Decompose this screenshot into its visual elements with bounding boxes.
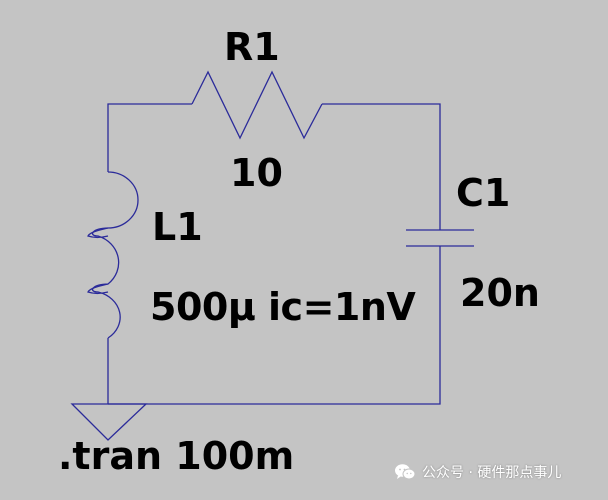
capacitor-name-label: C1 xyxy=(456,171,511,215)
resistor-r1-symbol xyxy=(191,70,323,140)
wechat-icon xyxy=(395,464,416,480)
ground-symbol-icon xyxy=(70,403,148,441)
resistor-value-label: 10 xyxy=(230,151,283,195)
inductor-name-label: L1 xyxy=(152,205,203,249)
wire-top-right xyxy=(322,103,441,230)
capacitor-value-label: 20n xyxy=(460,271,540,315)
watermark: 公众号 · 硬件那点事儿 xyxy=(394,462,561,482)
resistor-name-label: R1 xyxy=(224,25,280,69)
wire-top-left xyxy=(107,103,192,172)
inductor-value-label: 500µ ic=1nV xyxy=(150,285,416,329)
wire-bottom-right xyxy=(108,246,441,405)
spice-directive: .tran 100m xyxy=(58,434,295,478)
watermark-text: 公众号 · 硬件那点事儿 xyxy=(422,465,562,481)
inductor-l1-symbol xyxy=(91,171,139,339)
